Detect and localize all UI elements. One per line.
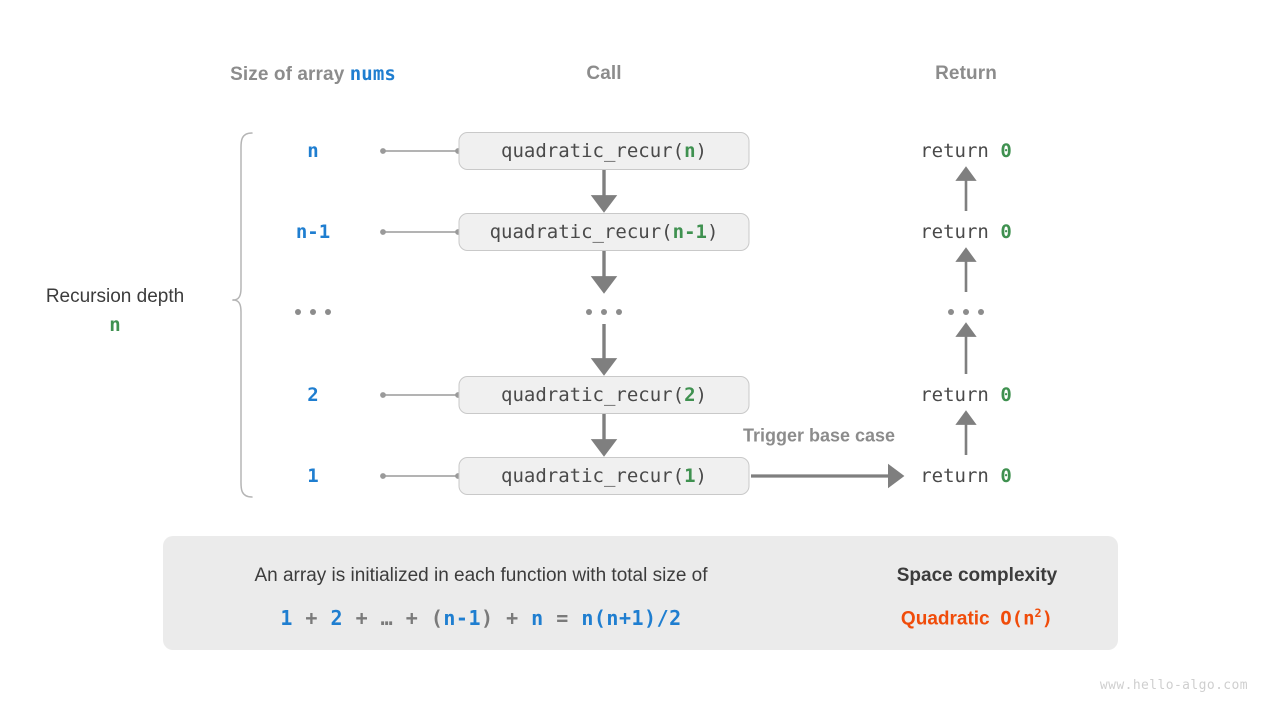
size-connectors bbox=[383, 150, 458, 477]
size-value-row-0: n bbox=[307, 140, 319, 162]
call-box-prefix: quadratic_recur( bbox=[501, 140, 685, 162]
ellipsis-dot bbox=[325, 309, 331, 315]
complexity-notation: O(n2) bbox=[1000, 606, 1054, 630]
return-text-row-0: return 0 bbox=[920, 140, 1012, 162]
ellipsis-dot bbox=[978, 309, 984, 315]
call-box-row-4[interactable]: quadratic_recur(1) bbox=[458, 457, 750, 495]
size-connector-dots bbox=[380, 148, 461, 479]
complexity-word: Quadratic bbox=[900, 608, 990, 630]
formula-part-11: = bbox=[543, 606, 582, 630]
return-value: 0 bbox=[1000, 140, 1012, 162]
summary-right-title: Space complexity bbox=[896, 565, 1058, 586]
call-box-prefix: quadratic_recur( bbox=[501, 465, 685, 487]
size-value-row-3: 2 bbox=[307, 384, 319, 406]
return-value: 0 bbox=[1000, 384, 1012, 406]
return-prefix: return bbox=[920, 221, 1001, 243]
ellipsis-dot bbox=[310, 309, 316, 315]
return-text-row-1: return 0 bbox=[920, 221, 1012, 243]
call-box-suffix: ) bbox=[695, 465, 707, 487]
ellipsis-dot bbox=[295, 309, 301, 315]
formula-part-3: + bbox=[343, 606, 381, 630]
formula-part-2: 2 bbox=[330, 606, 344, 630]
return-value: 0 bbox=[1000, 221, 1012, 243]
header-size-mono: nums bbox=[349, 63, 396, 85]
complexity-notation-base: O(n bbox=[1000, 607, 1035, 630]
summary-formula: 1 + 2 + … + (n-1) + n = n(n+1)/2 bbox=[280, 606, 681, 630]
formula-part-9: + bbox=[493, 606, 532, 630]
summary-right-value: Quadratic O(n2) bbox=[900, 606, 1054, 631]
watermark: www.hello-algo.com bbox=[1099, 678, 1248, 693]
header-size-prefix: Size of array bbox=[230, 64, 350, 85]
formula-part-6: ( bbox=[430, 606, 444, 630]
ellipsis-dot bbox=[616, 309, 622, 315]
call-box-row-1[interactable]: quadratic_recur(n-1) bbox=[458, 213, 750, 251]
return-text-row-4: return 0 bbox=[920, 465, 1012, 487]
formula-part-4: … bbox=[380, 606, 394, 630]
call-box-suffix: ) bbox=[695, 140, 707, 162]
trigger-base-case-label: Trigger base case bbox=[742, 425, 896, 446]
header-size-of-array: Size of array nums bbox=[230, 63, 396, 86]
formula-part-12: n(n+1)/2 bbox=[581, 606, 682, 630]
call-box-row-0[interactable]: quadratic_recur(n) bbox=[458, 132, 750, 170]
call-box-prefix: quadratic_recur( bbox=[501, 384, 685, 406]
formula-part-5: + bbox=[393, 606, 431, 630]
recursion-depth-brace bbox=[232, 132, 253, 498]
return-value: 0 bbox=[1000, 465, 1012, 487]
ellipsis-dot bbox=[963, 309, 969, 315]
call-box-arg: n-1 bbox=[672, 221, 707, 243]
formula-part-10: n bbox=[531, 606, 544, 630]
recursion-depth-label: Recursion depth n bbox=[46, 284, 184, 340]
header-return: Return bbox=[935, 63, 997, 84]
call-box-arg: 2 bbox=[684, 384, 696, 406]
return-prefix: return bbox=[920, 384, 1001, 406]
formula-part-1: + bbox=[292, 606, 331, 630]
call-box-suffix: ) bbox=[695, 384, 707, 406]
ellipsis-dot bbox=[601, 309, 607, 315]
summary-panel bbox=[163, 536, 1118, 650]
summary-line-1: An array is initialized in each function… bbox=[254, 565, 708, 586]
ellipsis-dot bbox=[586, 309, 592, 315]
return-text-row-3: return 0 bbox=[920, 384, 1012, 406]
return-ellipsis-row bbox=[948, 309, 984, 315]
formula-part-8: ) bbox=[481, 606, 494, 630]
call-ellipsis-row bbox=[586, 309, 622, 315]
call-box-arg: n bbox=[684, 140, 696, 162]
call-box-prefix: quadratic_recur( bbox=[489, 221, 673, 243]
call-box-arg: 1 bbox=[684, 465, 696, 487]
call-box-suffix: ) bbox=[706, 221, 719, 243]
size-value-row-1: n-1 bbox=[295, 221, 331, 243]
formula-part-0: 1 bbox=[280, 606, 293, 630]
header-call: Call bbox=[586, 63, 622, 84]
size-value-row-4: 1 bbox=[307, 465, 319, 487]
return-prefix: return bbox=[920, 140, 1001, 162]
call-box-row-3[interactable]: quadratic_recur(2) bbox=[458, 376, 750, 414]
complexity-exponent: 2 bbox=[1034, 606, 1042, 621]
size-ellipsis-row bbox=[295, 309, 331, 315]
complexity-notation-close: ) bbox=[1041, 607, 1054, 630]
recursion-depth-title: Recursion depth bbox=[45, 286, 185, 307]
recursion-depth-value: n bbox=[109, 314, 121, 336]
return-prefix: return bbox=[920, 465, 1001, 487]
ellipsis-dot bbox=[948, 309, 954, 315]
formula-part-7: n-1 bbox=[443, 606, 482, 630]
